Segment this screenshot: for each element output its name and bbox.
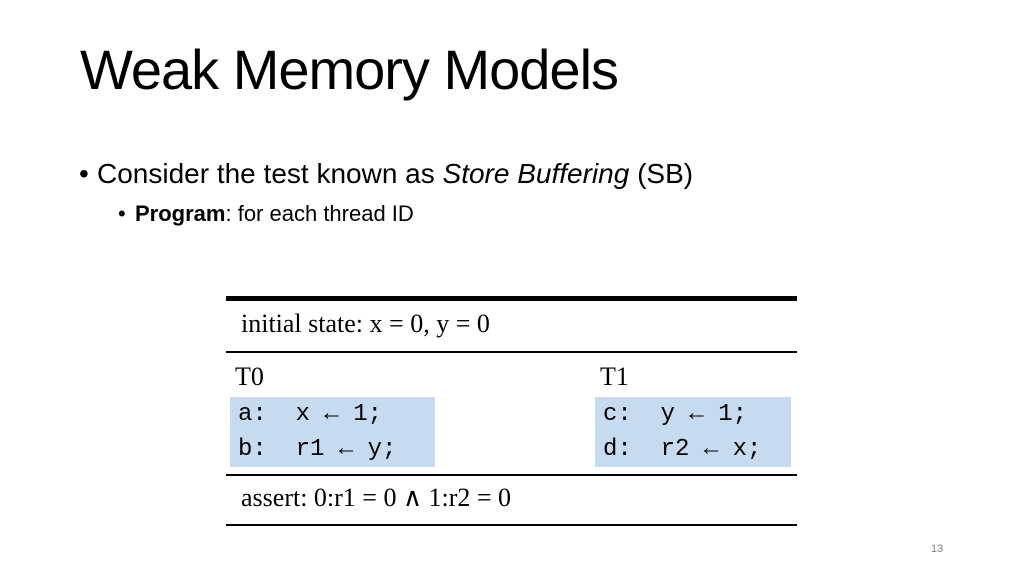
thread-code-t0: a: x ← 1; b: r1 ← y;: [230, 397, 435, 467]
table-rule-bottom: [226, 524, 797, 526]
assert-text: assert: 0:r1 = 0 ∧ 1:r2 = 0: [241, 483, 512, 512]
bullet-dot: •: [79, 158, 89, 189]
bullet-text-prefix: Consider the test known as: [97, 158, 443, 189]
bullet-emphasis: Store Buffering: [442, 158, 630, 189]
page-number: 13: [931, 543, 944, 555]
thread-code-t1: c: y ← 1; d: r2 ← x;: [595, 397, 791, 467]
sub-bullet-text: : for each thread ID: [225, 201, 414, 226]
bullet-item: • Consider the test known as Store Buffer…: [79, 155, 693, 193]
code-line: d: r2 ← x;: [603, 436, 762, 463]
bullet-dot: •: [118, 201, 126, 226]
sub-bullet-item: • Program: for each thread ID: [118, 199, 414, 229]
code-line: a: x ← 1;: [238, 401, 383, 428]
slide-title: Weak Memory Models: [80, 38, 619, 101]
initial-state-text: initial state: x = 0, y = 0: [241, 309, 490, 338]
code-line: b: r1 ← y;: [238, 436, 397, 463]
sub-bullet-bold: Program: [135, 201, 226, 226]
code-line: c: y ← 1;: [603, 401, 748, 428]
thread-label-t0: T0: [235, 362, 264, 391]
bullet-text-suffix: (SB): [629, 158, 694, 189]
table-rule: [226, 474, 797, 476]
table-rule-top: [226, 296, 797, 301]
table-rule: [226, 351, 797, 353]
thread-label-t1: T1: [600, 362, 629, 391]
